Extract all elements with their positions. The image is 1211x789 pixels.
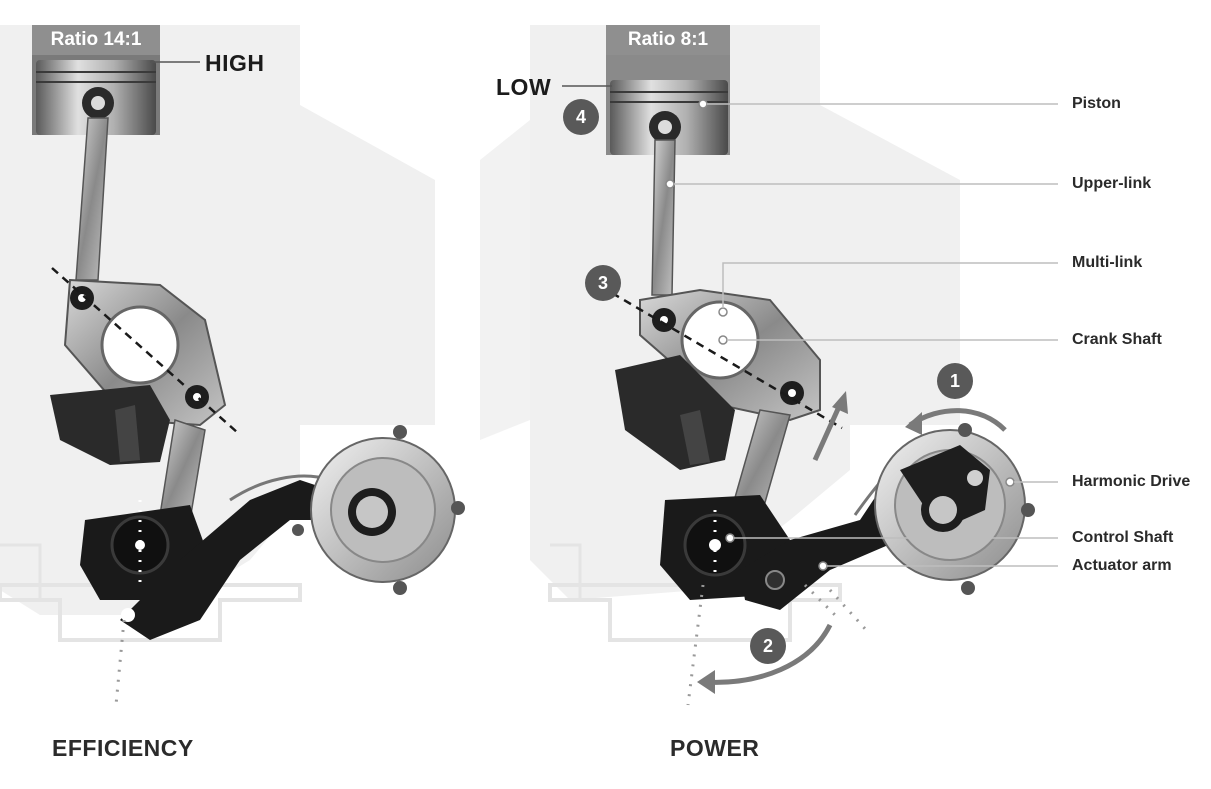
callout-crank-shaft: Crank Shaft bbox=[1072, 331, 1162, 348]
callout-leaders bbox=[665, 99, 1058, 571]
right-level-label: LOW bbox=[496, 74, 552, 100]
callout-actuator-arm: Actuator arm bbox=[1072, 557, 1172, 574]
left-upper-link bbox=[75, 117, 109, 281]
callout-piston: Piston bbox=[1072, 95, 1121, 112]
callout-upper-link: Upper-link bbox=[1072, 175, 1152, 192]
left-caption: EFFICIENCY bbox=[52, 735, 194, 761]
right-mechanism bbox=[562, 55, 1058, 706]
left-mechanism bbox=[32, 55, 465, 706]
badge-2: 2 bbox=[750, 628, 786, 664]
badge-4: 4 bbox=[563, 99, 599, 135]
linear-arrow bbox=[812, 398, 845, 462]
rotation-arrow-2 bbox=[704, 623, 833, 685]
callout-multi-link: Multi-link bbox=[1072, 254, 1143, 271]
callout-harmonic-drive: Harmonic Drive bbox=[1072, 473, 1191, 490]
right-upper-link bbox=[651, 139, 676, 296]
right-ratio-label: Ratio 8:1 bbox=[606, 25, 730, 55]
left-level-label: HIGH bbox=[205, 50, 265, 76]
badge-3: 3 bbox=[585, 265, 621, 301]
callout-control-shaft: Control Shaft bbox=[1072, 529, 1174, 546]
left-counterweight bbox=[50, 385, 170, 465]
left-actuator-arm bbox=[120, 480, 330, 640]
right-caption: POWER bbox=[670, 735, 760, 761]
left-ratio-label: Ratio 14:1 bbox=[32, 25, 160, 55]
badge-1: 1 bbox=[937, 363, 973, 399]
